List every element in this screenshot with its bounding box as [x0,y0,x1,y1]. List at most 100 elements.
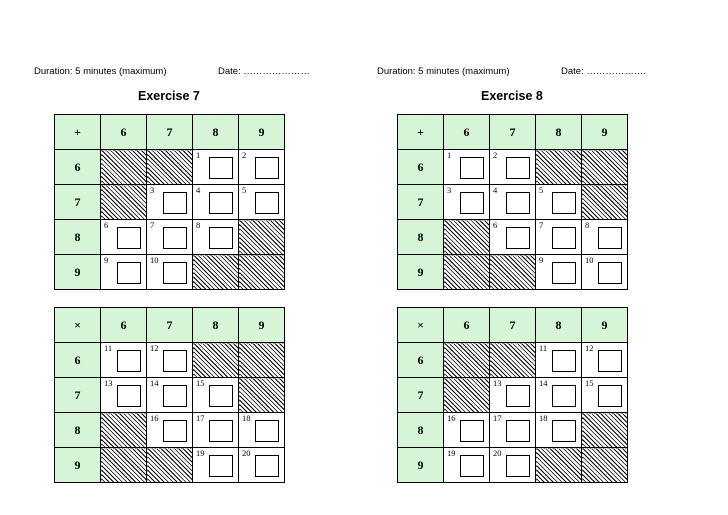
hatched-cell [489,342,536,378]
answer-cell: 15 [192,377,239,413]
answer-box[interactable] [209,192,233,214]
question-number: 11 [104,343,113,353]
column-header: 8 [192,114,239,150]
question-number: 19 [196,448,205,458]
answer-box[interactable] [255,157,279,179]
answer-box[interactable] [506,157,530,179]
answer-box[interactable] [163,192,187,214]
multiply-operator-icon: × [54,307,101,343]
answer-box[interactable] [598,385,622,407]
answer-cell: 17 [489,412,536,448]
row-header: 6 [54,342,101,378]
answer-box[interactable] [598,262,622,284]
answer-cell: 11 [535,342,582,378]
answer-box[interactable] [117,262,141,284]
column-header: 6 [100,307,147,343]
answer-box[interactable] [506,455,530,477]
answer-box[interactable] [460,455,484,477]
answer-cell: 13 [489,377,536,413]
answer-box[interactable] [209,420,233,442]
answer-cell: 12 [146,342,193,378]
answer-box[interactable] [209,455,233,477]
answer-cell: 18 [535,412,582,448]
question-number: 10 [585,255,594,265]
answer-box[interactable] [506,385,530,407]
hatched-cell [100,447,147,483]
date-label-exercise-8: Date: ………………. [561,66,646,77]
question-number: 10 [150,255,159,265]
question-number: 1 [447,150,452,160]
answer-cell: 3 [443,184,490,220]
answer-box[interactable] [552,262,576,284]
column-header: 7 [489,114,536,150]
hatched-cell [535,149,582,185]
answer-box[interactable] [117,350,141,372]
row-header: 8 [397,219,444,255]
column-header: 7 [146,307,193,343]
answer-box[interactable] [506,192,530,214]
hatched-cell [581,447,628,483]
question-number: 20 [242,448,251,458]
answer-box[interactable] [209,157,233,179]
row-header: 8 [54,412,101,448]
question-number: 20 [493,448,502,458]
question-number: 19 [447,448,456,458]
column-header: 8 [535,307,582,343]
answer-box[interactable] [598,227,622,249]
hatched-cell [443,342,490,378]
question-number: 18 [242,413,251,423]
answer-box[interactable] [552,420,576,442]
answer-box[interactable] [552,385,576,407]
answer-box[interactable] [552,192,576,214]
answer-box[interactable] [255,420,279,442]
answer-box[interactable] [117,227,141,249]
answer-cell: 2 [238,149,285,185]
answer-box[interactable] [209,385,233,407]
answer-box[interactable] [163,350,187,372]
answer-cell: 11 [100,342,147,378]
hatched-cell [238,254,285,290]
answer-cell: 16 [443,412,490,448]
answer-cell: 20 [489,447,536,483]
answer-box[interactable] [209,227,233,249]
answer-box[interactable] [117,385,141,407]
plus-operator-icon: + [397,114,444,150]
answer-box[interactable] [552,227,576,249]
answer-box[interactable] [460,192,484,214]
answer-cell: 19 [443,447,490,483]
answer-box[interactable] [163,420,187,442]
hatched-cell [443,219,490,255]
question-number: 6 [104,220,109,230]
answer-box[interactable] [163,385,187,407]
hatched-cell [238,219,285,255]
question-number: 16 [447,413,456,423]
answer-cell: 1 [192,149,239,185]
answer-box[interactable] [506,227,530,249]
column-header: 6 [443,114,490,150]
hatched-cell [238,377,285,413]
answer-box[interactable] [255,192,279,214]
answer-box[interactable] [163,262,187,284]
answer-box[interactable] [506,420,530,442]
answer-box[interactable] [460,157,484,179]
answer-box[interactable] [598,350,622,372]
column-header: 9 [581,307,628,343]
answer-cell: 15 [581,377,628,413]
answer-box[interactable] [460,420,484,442]
answer-box[interactable] [163,227,187,249]
answer-box[interactable] [255,455,279,477]
question-number: 17 [493,413,502,423]
question-number: 7 [539,220,544,230]
hatched-cell [443,377,490,413]
answer-cell: 16 [146,412,193,448]
answer-cell: 10 [146,254,193,290]
answer-box[interactable] [552,350,576,372]
